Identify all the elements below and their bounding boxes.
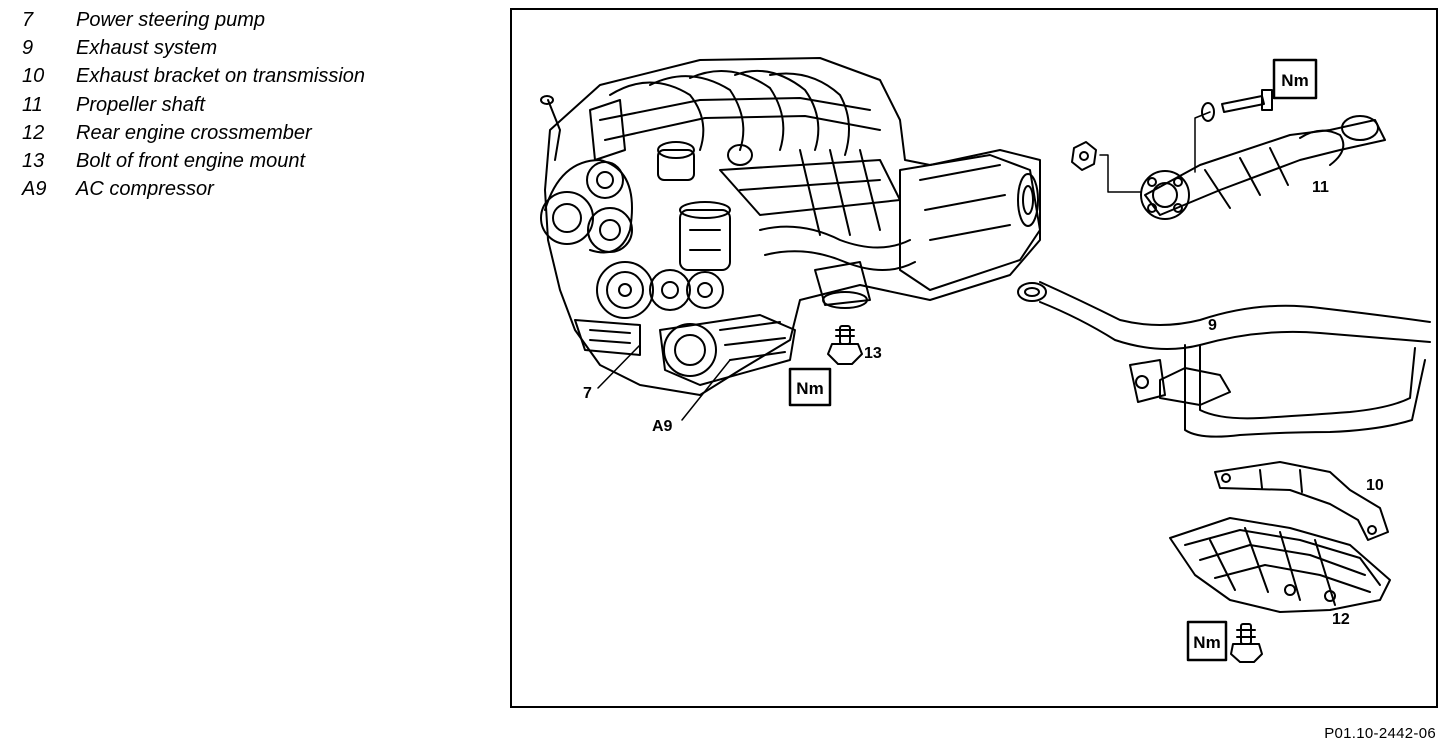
torque-box-shaft [1272, 58, 1318, 100]
legend-item: 13 Bolt of front engine mount [22, 147, 492, 175]
legend-item: 7 Power steering pump [22, 6, 492, 34]
legend-item: 9 Exhaust system [22, 34, 492, 62]
legend-number: 12 [22, 121, 45, 144]
torque-box-engine [788, 367, 832, 407]
legend-label: Bolt of front engine mount [76, 150, 306, 173]
legend-number: 11 [22, 93, 43, 116]
shaft-bolt-icon [1201, 89, 1273, 122]
legend-label: Propeller shaft [76, 93, 205, 116]
torque-label-crossmember: Nm [1193, 633, 1220, 652]
legend-item: A9 AC compressor [22, 175, 492, 203]
torque-box-crossmember [1186, 620, 1228, 662]
legend-item: 12 Rear engine crossmember [22, 119, 492, 147]
legend-number: 7 [22, 9, 34, 32]
legend-number: 9 [22, 37, 34, 60]
shaft-nut-icon [1071, 141, 1097, 171]
legend-label: Exhaust bracket on transmission [76, 65, 366, 88]
legend-label: Power steering pump [76, 9, 265, 32]
callout-11: 11 [1312, 179, 1329, 196]
torque-label-engine: Nm [796, 379, 823, 398]
legend-item: 10 Exhaust bracket on transmission [22, 62, 492, 90]
propeller-shaft [1140, 115, 1386, 220]
callout-7: 7 [583, 385, 592, 402]
legend-number: A9 [22, 178, 47, 201]
diagram-frame [510, 8, 1438, 708]
callout-13: 13 [864, 345, 882, 362]
bolt-13-icon [827, 325, 863, 365]
exhaust-system [1017, 281, 1431, 438]
legend-number: 13 [22, 150, 45, 173]
legend-label: Exhaust system [76, 37, 218, 60]
leader-a9 [681, 359, 731, 421]
engine-assembly [540, 57, 1041, 396]
rear-engine-crossmember [1169, 517, 1391, 613]
legend-label: Rear engine crossmember [76, 121, 312, 144]
legend: 7 Power steering pump 9 Exhaust system 1… [22, 6, 492, 203]
callout-9: 9 [1208, 317, 1217, 334]
callout-a9: A9 [652, 418, 673, 435]
legend-number: 10 [22, 65, 45, 88]
legend-item: 11 Propeller shaft [22, 91, 492, 119]
leader-7 [597, 344, 641, 389]
callout-12: 12 [1332, 611, 1350, 628]
callout-10: 10 [1366, 477, 1384, 494]
exhaust-bracket [1214, 461, 1389, 541]
crossmember-bolt-icon [1230, 623, 1263, 663]
figure-reference: P01.10-2442-06 [1324, 725, 1436, 742]
torque-label-shaft: Nm [1281, 71, 1308, 90]
legend-label: AC compressor [76, 178, 214, 201]
